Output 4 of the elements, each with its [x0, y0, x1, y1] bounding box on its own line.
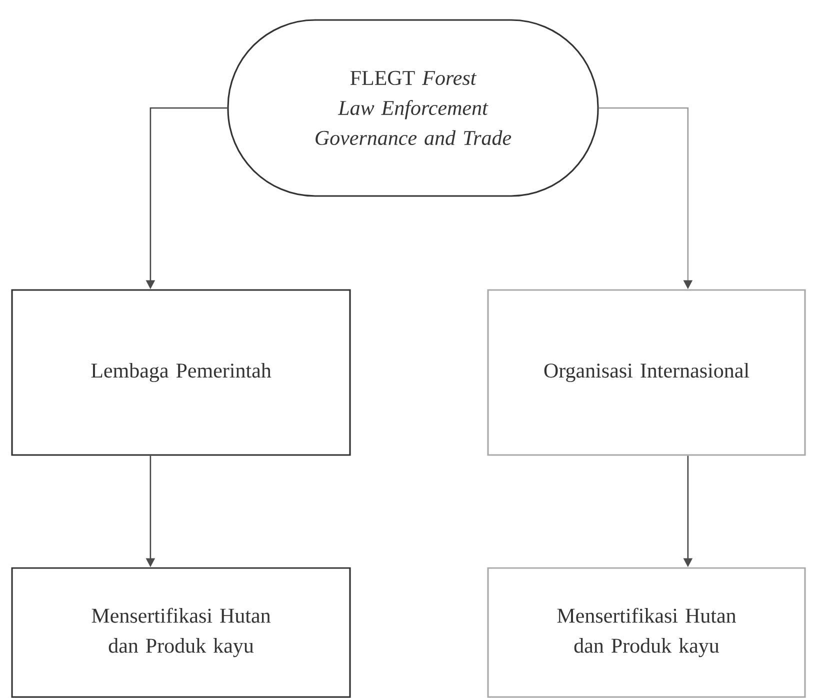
- process-box: Mensertifikasi Hutan dan Produk kayu: [487, 567, 806, 698]
- process-box: Lembaga Pemerintah: [11, 289, 351, 456]
- process-box: Organisasi Internasional: [487, 289, 806, 456]
- process-box: Mensertifikasi Hutan dan Produk kayu: [11, 567, 351, 698]
